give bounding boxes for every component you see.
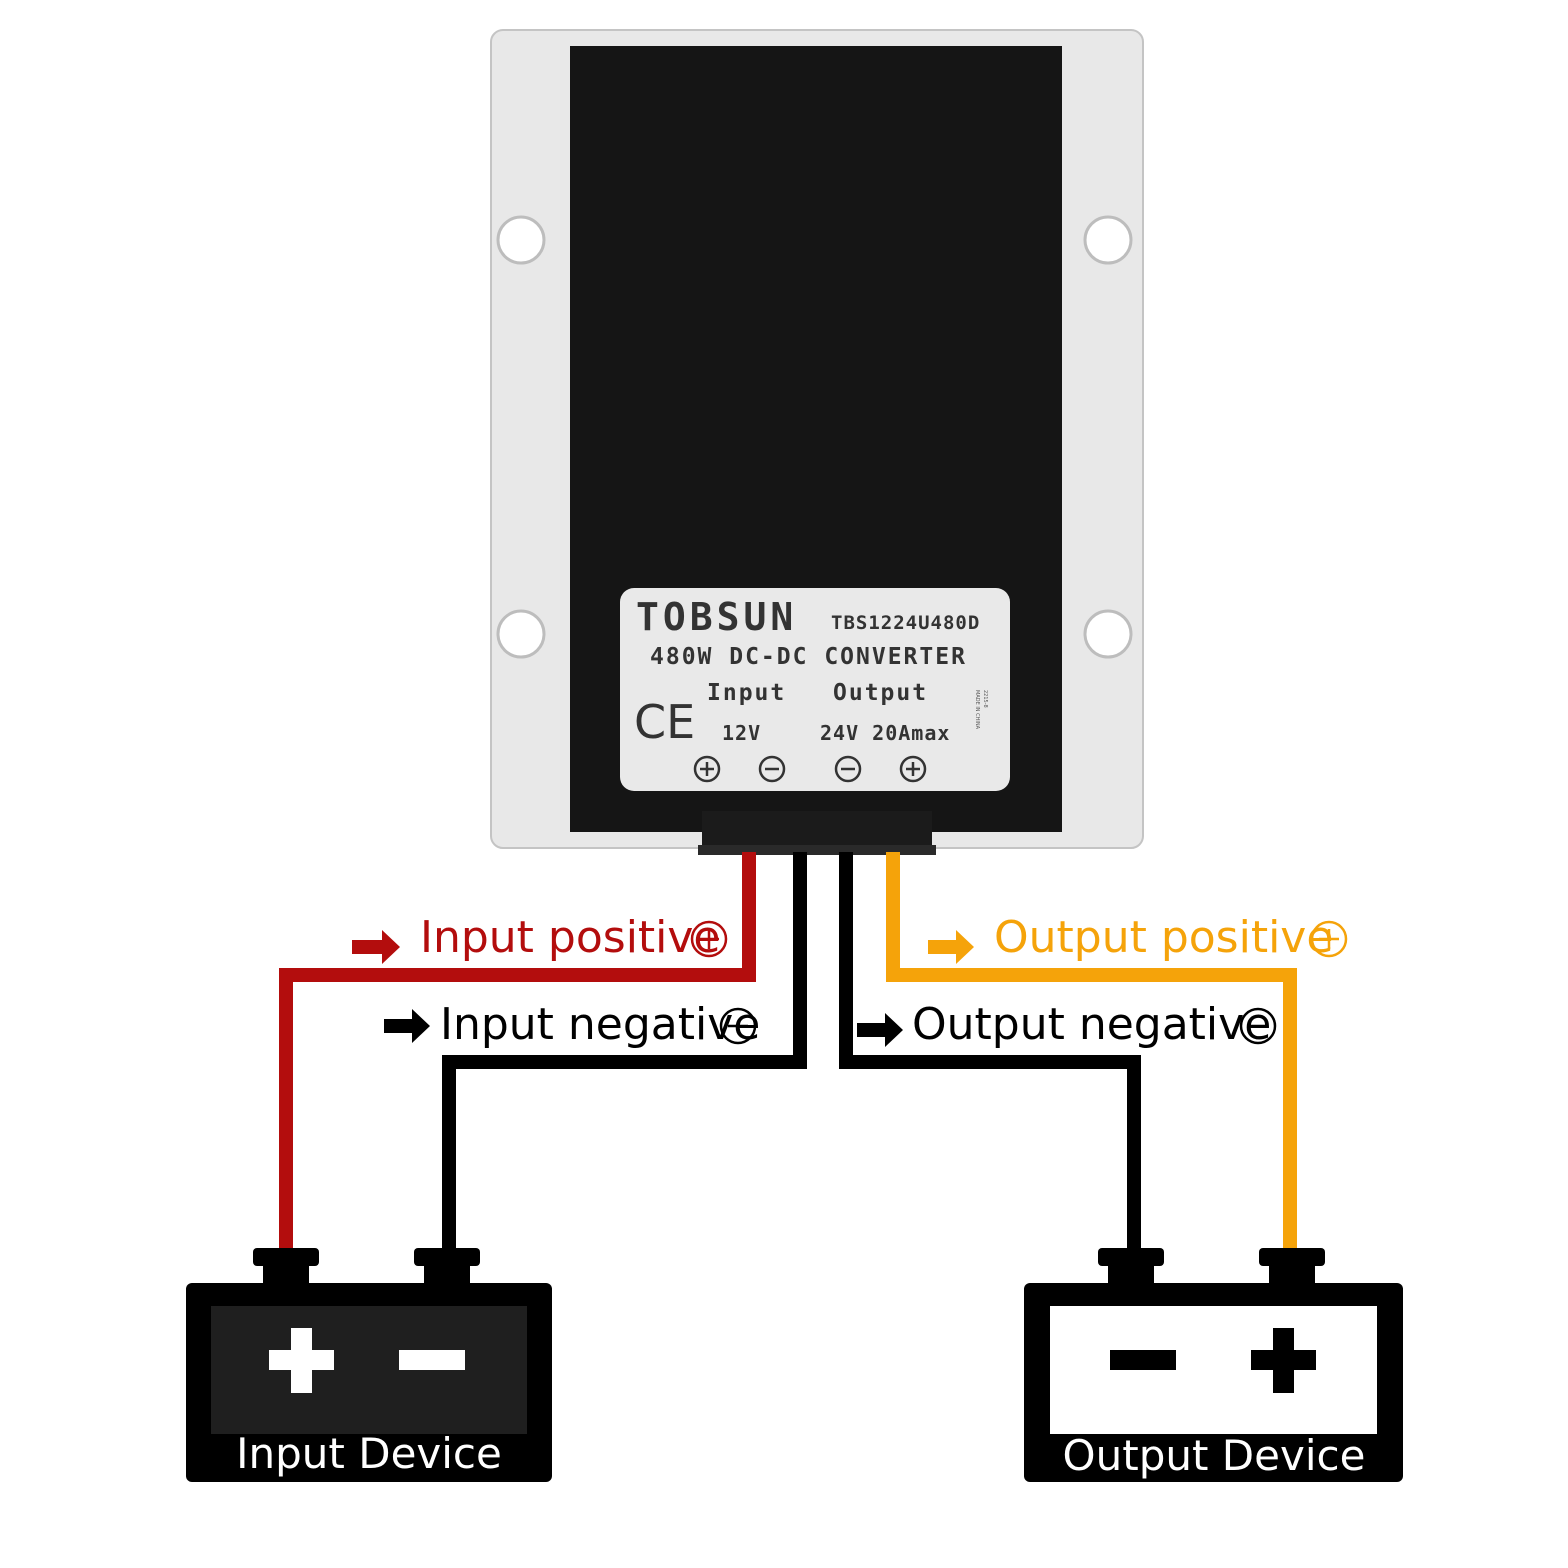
label-plate: TOBSUN TBS1224U480D 480W DC-DC CONVERTER… <box>620 588 1010 791</box>
input-voltage: 12V <box>722 721 761 745</box>
battery-terminal-negative <box>1098 1248 1164 1266</box>
input-heading: Input <box>707 680 786 706</box>
label-input-negative: Input negative <box>384 999 760 1050</box>
ce-mark: CE <box>634 695 695 749</box>
side-origin: MADE IN CHINA <box>974 690 980 730</box>
input-device-label: Input Device <box>236 1429 502 1478</box>
output-rating: 24V 20Amax <box>820 721 950 745</box>
model-number: TBS1224U480D <box>831 612 980 634</box>
label-output-positive: Output positive <box>928 912 1348 964</box>
brand-name: TOBSUN <box>636 595 797 639</box>
output-heading: Output <box>833 680 928 706</box>
mount-hole-bottom-left <box>496 609 546 659</box>
mount-hole-top-right <box>1083 215 1133 265</box>
minus-icon <box>1110 1350 1176 1370</box>
side-code: 2215-8 <box>982 690 988 708</box>
input-device: Input Device <box>186 1248 552 1482</box>
mount-hole-top-left <box>496 215 546 265</box>
svg-text:Output positive: Output positive <box>994 912 1333 963</box>
arrow-icon <box>857 1013 903 1047</box>
plus-icon <box>269 1328 334 1393</box>
minus-circle-icon <box>1239 1007 1277 1045</box>
svg-text:Input positive: Input positive <box>420 912 721 963</box>
wire-output-positive <box>886 852 1297 1252</box>
terminal-plus-icon <box>899 755 927 783</box>
wire-input-negative <box>442 852 807 1252</box>
svg-text:Output negative: Output negative <box>912 999 1271 1050</box>
terminal-minus-icon <box>758 755 786 783</box>
wire-output-negative <box>839 852 1141 1252</box>
minus-icon <box>399 1350 465 1370</box>
plus-circle-icon <box>1310 920 1348 958</box>
converter: TOBSUN TBS1224U480D 480W DC-DC CONVERTER… <box>490 29 1144 855</box>
label-output-negative: Output negative <box>857 999 1277 1050</box>
terminal-minus-icon <box>834 755 862 783</box>
output-device-label: Output Device <box>1063 1431 1366 1480</box>
mount-hole-bottom-right <box>1083 609 1133 659</box>
arrow-icon <box>384 1009 430 1043</box>
output-device: Output Device <box>1024 1248 1403 1482</box>
wires <box>279 852 1297 1252</box>
svg-text:Input negative: Input negative <box>440 999 760 1050</box>
label-input-positive: Input positive <box>352 912 728 964</box>
plus-icon <box>1251 1328 1316 1393</box>
wire-input-positive <box>279 852 756 1252</box>
battery-terminal-positive <box>253 1248 319 1266</box>
arrow-icon <box>352 930 400 964</box>
converter-description: 480W DC-DC CONVERTER <box>650 644 967 670</box>
terminal-plus-icon <box>693 755 721 783</box>
plus-circle-icon <box>690 920 728 958</box>
minus-circle-icon <box>719 1007 757 1045</box>
battery-terminal-negative <box>414 1248 480 1266</box>
arrow-icon <box>928 930 974 964</box>
battery-terminal-positive <box>1259 1248 1325 1266</box>
